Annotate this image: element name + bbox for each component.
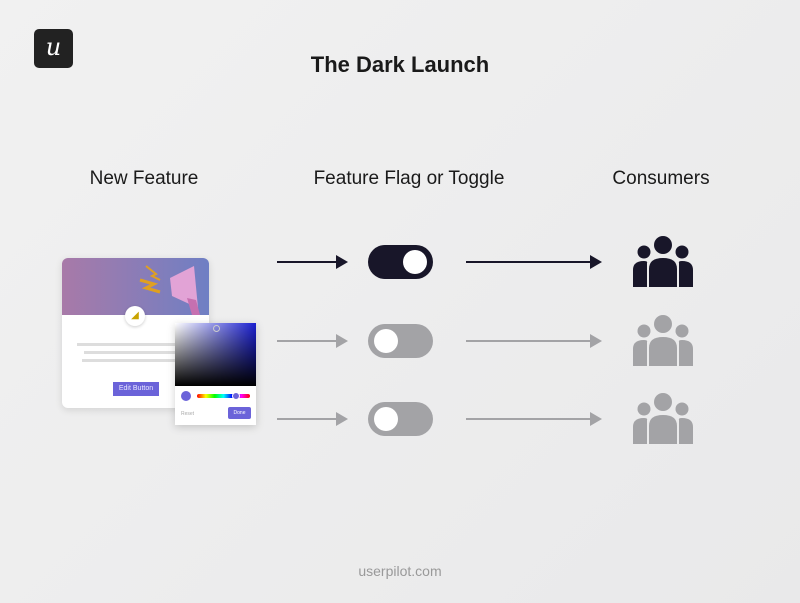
edit-button[interactable]: Edit Button: [113, 382, 159, 396]
users-group-icon: [633, 236, 693, 287]
arrow-right: [277, 412, 348, 426]
hue-slider-handle[interactable]: [232, 392, 240, 400]
footer-url: userpilot.com: [358, 563, 442, 579]
text-line: [84, 351, 179, 354]
feature-toggle-on[interactable]: [368, 245, 433, 279]
arrow-right: [277, 255, 348, 269]
arrow-right: [466, 334, 602, 348]
color-picker: Reset Done: [175, 323, 256, 425]
megaphone-icon: [139, 265, 200, 315]
arrow-right: [466, 412, 602, 426]
done-button[interactable]: Done: [228, 407, 251, 419]
reset-button[interactable]: Reset: [181, 411, 195, 417]
color-gradient-area[interactable]: [175, 323, 256, 386]
color-swatch: [181, 391, 191, 401]
feature-toggle-off[interactable]: [368, 324, 433, 358]
arrow-right: [466, 255, 602, 269]
users-group-icon: [633, 315, 693, 366]
text-line: [82, 359, 177, 362]
color-cursor[interactable]: [213, 325, 220, 332]
feature-toggle-off[interactable]: [368, 402, 433, 436]
column-header-consumers: Consumers: [612, 168, 710, 189]
column-header-new-feature: New Feature: [89, 168, 199, 189]
users-group-icon: [633, 393, 693, 444]
megaphone-badge-icon: ◢: [125, 306, 145, 326]
userpilot-logo: u: [34, 29, 73, 68]
megaphone-banner: [62, 258, 209, 315]
column-header-feature-flag: Feature Flag or Toggle: [313, 168, 505, 189]
text-line: [77, 343, 177, 346]
feature-card: ◢ Edit Button: [62, 258, 209, 408]
page-title: The Dark Launch: [310, 52, 490, 77]
hue-slider[interactable]: [197, 394, 250, 398]
arrow-right: [277, 334, 348, 348]
